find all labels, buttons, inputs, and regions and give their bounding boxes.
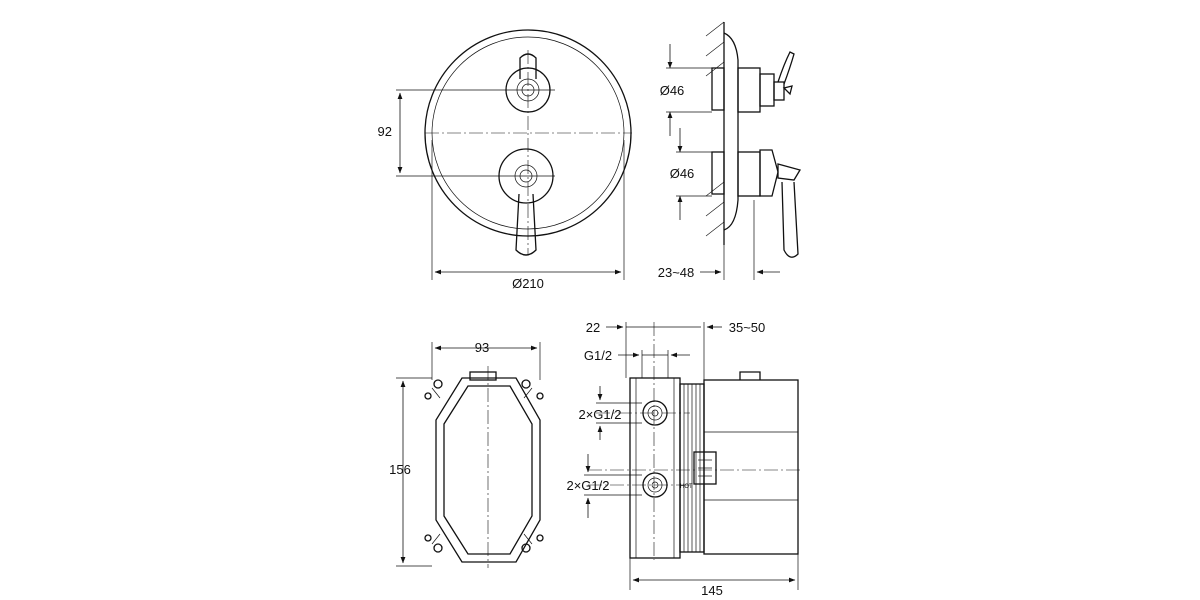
hot-label: HOT — [680, 484, 693, 490]
trim-plate-profile — [723, 32, 739, 231]
dim-label-2xg12-upper: 2×G1/2 — [578, 407, 621, 422]
label-plate — [693, 451, 717, 485]
mounting-brackets — [424, 379, 544, 553]
dim-label-92: 92 — [378, 124, 392, 139]
dim-label-145: 145 — [701, 583, 723, 598]
dim-label-210: Ø210 — [512, 276, 544, 291]
lower-handle — [396, 148, 555, 256]
dim-label-upper-46: Ø46 — [660, 83, 685, 98]
dim-label-156: 156 — [389, 462, 411, 477]
body-outer-outline — [435, 377, 541, 563]
upper-handle-side — [737, 51, 795, 113]
upper-handle — [424, 53, 555, 113]
body-front-view: 93 156 — [389, 340, 544, 568]
body-top-stub — [469, 371, 497, 381]
dim-label-23-48: 23~48 — [658, 265, 695, 280]
dim-label-22: 22 — [586, 320, 600, 335]
lower-cartridge — [711, 151, 725, 195]
upper-cartridge — [711, 67, 725, 111]
side-view: Ø46 Ø46 23~48 — [658, 21, 801, 280]
dim-label-93: 93 — [475, 340, 489, 355]
wall-hatching — [705, 21, 725, 237]
plaster-guard — [703, 379, 799, 555]
dim-label-lower-46: Ø46 — [670, 166, 695, 181]
dim-label-g12-top: G1/2 — [584, 348, 612, 363]
body-side-view: HOT 22 35~50 G1/2 2×G1/2 2×G1/2 — [566, 320, 800, 598]
lower-handle-side — [737, 149, 801, 258]
front-view: 92 Ø210 — [378, 29, 632, 291]
dim-label-35-50: 35~50 — [729, 320, 766, 335]
body-block — [629, 377, 681, 559]
thread-lines — [683, 384, 701, 552]
guard-tab — [739, 371, 761, 380]
dim-label-2xg12-lower: 2×G1/2 — [566, 478, 609, 493]
body-inner-outline — [443, 385, 533, 555]
